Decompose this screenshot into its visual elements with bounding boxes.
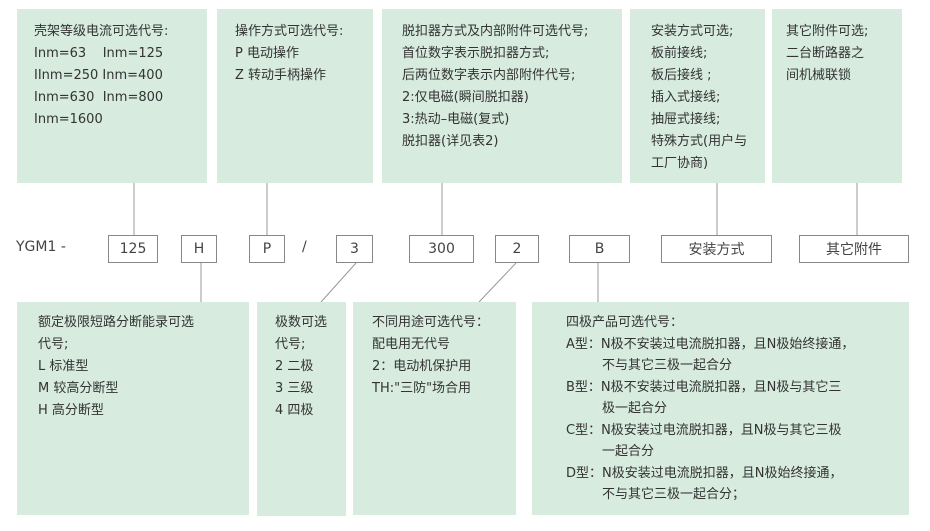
text-line: 不同用途可选代号：	[372, 315, 490, 330]
text-line: 极一起合分	[602, 401, 668, 416]
text-line: 代号;	[275, 337, 306, 352]
text-line: 四极产品可选代号：	[566, 315, 684, 330]
text-line: H 高分断型	[38, 403, 104, 418]
text-line: 首位数字表示脱扣器方式;	[402, 46, 550, 61]
text-line: 配电用无代号	[372, 337, 451, 352]
text-line: 3 三级	[275, 381, 314, 396]
text-line: M 较高分断型	[38, 381, 119, 396]
slash-separator: /	[302, 239, 307, 255]
text-line: B型：N极不安装过电流脱扣器，且N极与其它三	[566, 379, 842, 395]
text-line: P 电动操作	[235, 46, 299, 61]
code-frame-current: 125	[108, 235, 158, 263]
text-line: 后两位数字表示内部附件代号;	[402, 68, 576, 83]
text-line: 插入式接线;	[651, 90, 721, 105]
code-breaking-capacity: H	[181, 235, 217, 263]
text-line: 其它附件可选;	[786, 24, 869, 39]
text-line: 代号;	[38, 337, 69, 352]
text-line: 不与其它三极一起合分	[602, 358, 733, 373]
code-mounting: 安装方式	[661, 235, 772, 263]
text-line: Z 转动手柄操作	[235, 68, 327, 83]
accessory-box: 其它附件可选; 二台断路器之 间机械联锁	[772, 9, 902, 183]
text-line: 二台断路器之	[786, 46, 865, 61]
poles-box: 极数可选 代号; 2 二极 3 三级 4 四极	[257, 302, 346, 516]
text-line: 3:热动–电磁(复式)	[402, 112, 510, 127]
text-line: 脱扣器(详见表2)	[402, 134, 499, 149]
text-line: IInm=250 Inm=400	[34, 68, 163, 83]
text-line: L 标准型	[38, 359, 89, 374]
operation-box: 操作方式可选代号: P 电动操作 Z 转动手柄操作	[217, 9, 373, 183]
text-line: 极数可选	[275, 315, 328, 330]
text-line: 操作方式可选代号:	[235, 24, 344, 39]
text-line: Inm=1600	[34, 112, 103, 127]
four-pole-box: 四极产品可选代号： A型：N极不安装过电流脱扣器，且N极始终接通， 不与其它三极…	[532, 302, 909, 515]
breaking-capacity-box: 额定极限短路分断能录可选 代号; L 标准型 M 较高分断型 H 高分断型	[17, 302, 249, 515]
text-line: C型：N极安装过电流脱扣器，且N极与其它三极	[566, 422, 842, 438]
text-line: 脱扣器方式及内部附件可选代号;	[402, 24, 589, 39]
code-usage: 2	[495, 235, 539, 263]
text-line: 4 四极	[275, 403, 314, 418]
text-line: 壳架等级电流可选代号:	[34, 24, 169, 39]
frame-current-box: 壳架等级电流可选代号: Inm=63 Inm=125 IInm=250 Inm=…	[17, 9, 207, 183]
text-line: 板后接线 ;	[651, 68, 712, 83]
text-line: 2:仅电磁(瞬间脱扣器)	[402, 90, 529, 105]
text-line: 安装方式可选;	[651, 24, 734, 39]
text-line: 特殊方式(用户与	[651, 134, 748, 149]
text-line: TH:"三防"场合用	[372, 381, 472, 396]
text-line: 2 二极	[275, 359, 314, 374]
mounting-box: 安装方式可选; 板前接线; 板后接线 ; 插入式接线; 抽屉式接线; 特殊方式(…	[630, 9, 765, 183]
text-line: 间机械联锁	[786, 68, 852, 83]
text-line: 一起合分	[602, 444, 655, 459]
text-line: 工厂协商)	[651, 156, 709, 171]
code-poles: 3	[336, 235, 373, 263]
code-operation: P	[249, 235, 285, 263]
usage-box: 不同用途可选代号： 配电用无代号 2：电动机保护用 TH:"三防"场合用	[353, 302, 516, 515]
text-line: 抽屉式接线;	[651, 112, 721, 127]
release-box: 脱扣器方式及内部附件可选代号; 首位数字表示脱扣器方式; 后两位数字表示内部附件…	[382, 9, 622, 183]
code-accessory: 其它附件	[799, 235, 909, 263]
text-line: 额定极限短路分断能录可选	[38, 315, 195, 330]
text-line: D型：N极安装过电流脱扣器，且N极始终接通，	[566, 465, 843, 481]
text-line: A型：N极不安装过电流脱扣器，且N极始终接通，	[566, 336, 855, 352]
text-line: Inm=630 Inm=800	[34, 90, 164, 105]
code-four-pole: B	[569, 235, 630, 263]
text-line: Inm=63 Inm=125	[34, 46, 164, 61]
text-line: 板前接线;	[651, 46, 708, 61]
connector-poles	[320, 262, 357, 303]
text-line: 2：电动机保护用	[372, 359, 472, 374]
model-prefix: YGM1 -	[16, 239, 66, 255]
connector-usage	[478, 262, 517, 303]
text-line: 不与其它三极一起合分；	[602, 487, 746, 502]
code-release: 300	[409, 235, 474, 263]
